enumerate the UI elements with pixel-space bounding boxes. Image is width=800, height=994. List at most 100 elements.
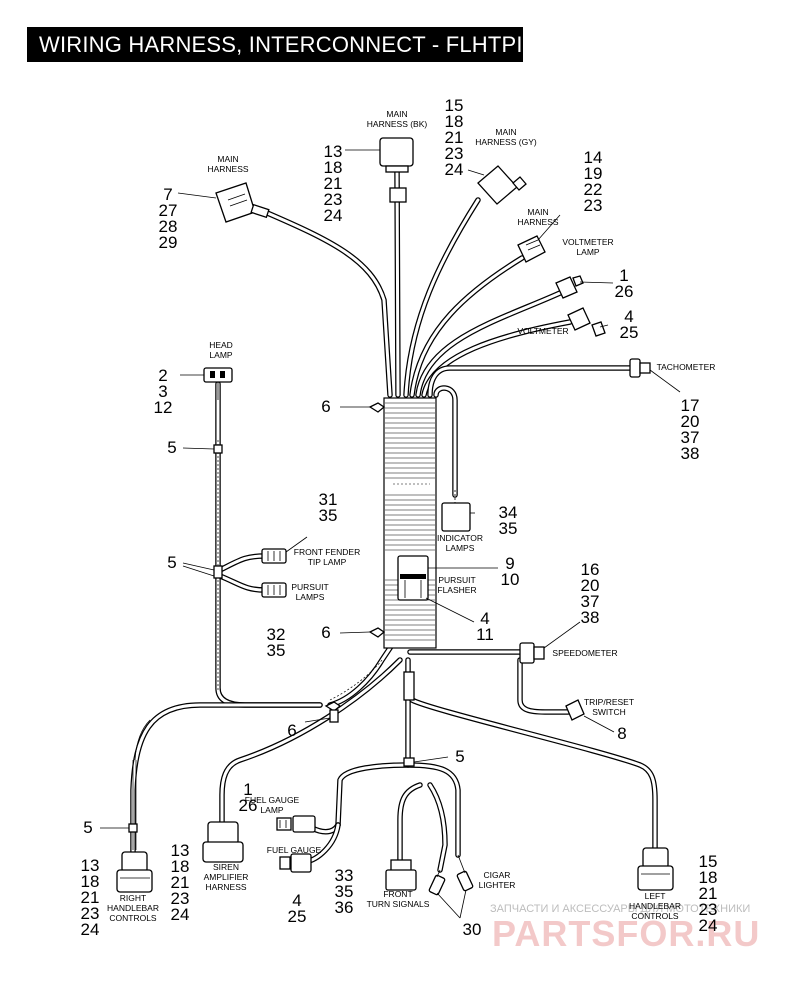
label-fuel-gauge: FUEL GAUGE (267, 845, 322, 855)
svg-text:425: 425 (620, 307, 639, 342)
svg-text:411: 411 (476, 609, 494, 644)
callout-cigar-lighter: 30 (463, 920, 482, 939)
label-voltmeter-lamp: VOLTMETER (562, 237, 613, 247)
svg-text:126: 126 (239, 780, 258, 815)
label-front-turn-signals: FRONT (383, 889, 412, 899)
label-right-handlebar-controls: RIGHT (120, 893, 146, 903)
page-title: WIRING HARNESS, INTERCONNECT - FLHTPI (27, 27, 523, 62)
label-left-handlebar-controls: LEFT (645, 891, 666, 901)
callout-main-harness-bk: 13 (324, 142, 343, 161)
svg-text:910: 910 (501, 554, 520, 589)
callout-head-lamp: 2 (158, 366, 167, 385)
label-trip-reset-switch: TRIP/RESET (584, 697, 634, 707)
main-harness-left-connector (215, 182, 270, 223)
fuel-gauge-lamp-connector (276, 815, 316, 833)
label-main-harness-right: MAIN (527, 207, 548, 217)
front-turn-signals-connector (385, 859, 417, 891)
svg-text:126: 126 (615, 266, 634, 301)
label-pursuit-flasher: PURSUIT (438, 575, 475, 585)
label-front-fender-tip-lamp: FRONT FENDER (294, 547, 360, 557)
siren-amplifier-connector (202, 821, 244, 863)
main-harness-gy-connector (477, 165, 527, 205)
callout-indicator-lamps: 34 (499, 503, 518, 522)
voltmeter-lamp-connector (555, 275, 584, 299)
callout-voltmeter-lamp: 1 (619, 266, 628, 285)
callout-clip-lower: 6 (287, 721, 296, 740)
cigar-lighter-connectors (428, 854, 474, 896)
bushings (128, 444, 415, 833)
pursuit-flasher (397, 555, 429, 601)
callout-pursuit-flasher-bottom: 4 (480, 609, 489, 628)
speedometer-connector (519, 642, 545, 664)
callout-bushing-pursuit: 5 (167, 553, 176, 572)
front-fender-tip-lamp-connector (261, 548, 287, 564)
label-pursuit-lamps: PURSUIT (291, 582, 328, 592)
right-handlebar-connector (116, 851, 153, 893)
label-speedometer: SPEEDOMETER (552, 648, 617, 658)
callout-right-handlebar-controls: 13 (81, 856, 100, 875)
callout-main-harness-gy: 15 (445, 96, 464, 115)
main-bundle (383, 397, 437, 649)
corrugated-conduit (132, 440, 383, 850)
label-siren-amplifier-harness: SIREN (213, 862, 239, 872)
callout-fuel-gauge-lamp: 1 (243, 780, 252, 799)
callout-bushing-center: 5 (455, 747, 464, 766)
label-main-harness-bk: MAIN (386, 109, 407, 119)
main-harness-right-connector (517, 235, 546, 263)
leader-lines (100, 149, 681, 919)
fuel-gauge-connector (279, 853, 312, 873)
callout-fuel-gauge: 4 (292, 891, 301, 910)
svg-text:425: 425 (288, 891, 307, 926)
label-main-harness-gy: MAIN (495, 127, 516, 137)
harness-clips (324, 402, 386, 723)
label-main-harness-left: MAIN (217, 154, 238, 164)
callout-pursuit-flasher-top: 9 (505, 554, 514, 573)
callout-main-harness-right: 14 (584, 148, 603, 167)
head-lamp-connector (203, 367, 233, 400)
pursuit-lamps-connector (261, 582, 287, 598)
label-fuel-gauge-lamp: FUEL GAUGE (245, 795, 300, 805)
wires (130, 167, 658, 873)
trip-reset-switch (565, 699, 585, 721)
callout-siren-amplifier-harness: 13 (171, 841, 190, 860)
watermark-brand: PARTSFOR.RU (492, 913, 760, 954)
callout-tachometer: 17 (681, 396, 700, 415)
tachometer-connector (629, 358, 651, 378)
callout-pursuit-lamps: 32 (267, 625, 286, 644)
callout-clip-mid: 6 (321, 623, 330, 642)
callout-bushing-right: 5 (83, 818, 92, 837)
callout-trip-reset-switch: 8 (617, 724, 626, 743)
callout-bushing-headlamp: 5 (167, 438, 176, 457)
label-indicator-lamps: INDICATOR (437, 533, 483, 543)
callout-main-harness-left: 7 (163, 185, 172, 204)
